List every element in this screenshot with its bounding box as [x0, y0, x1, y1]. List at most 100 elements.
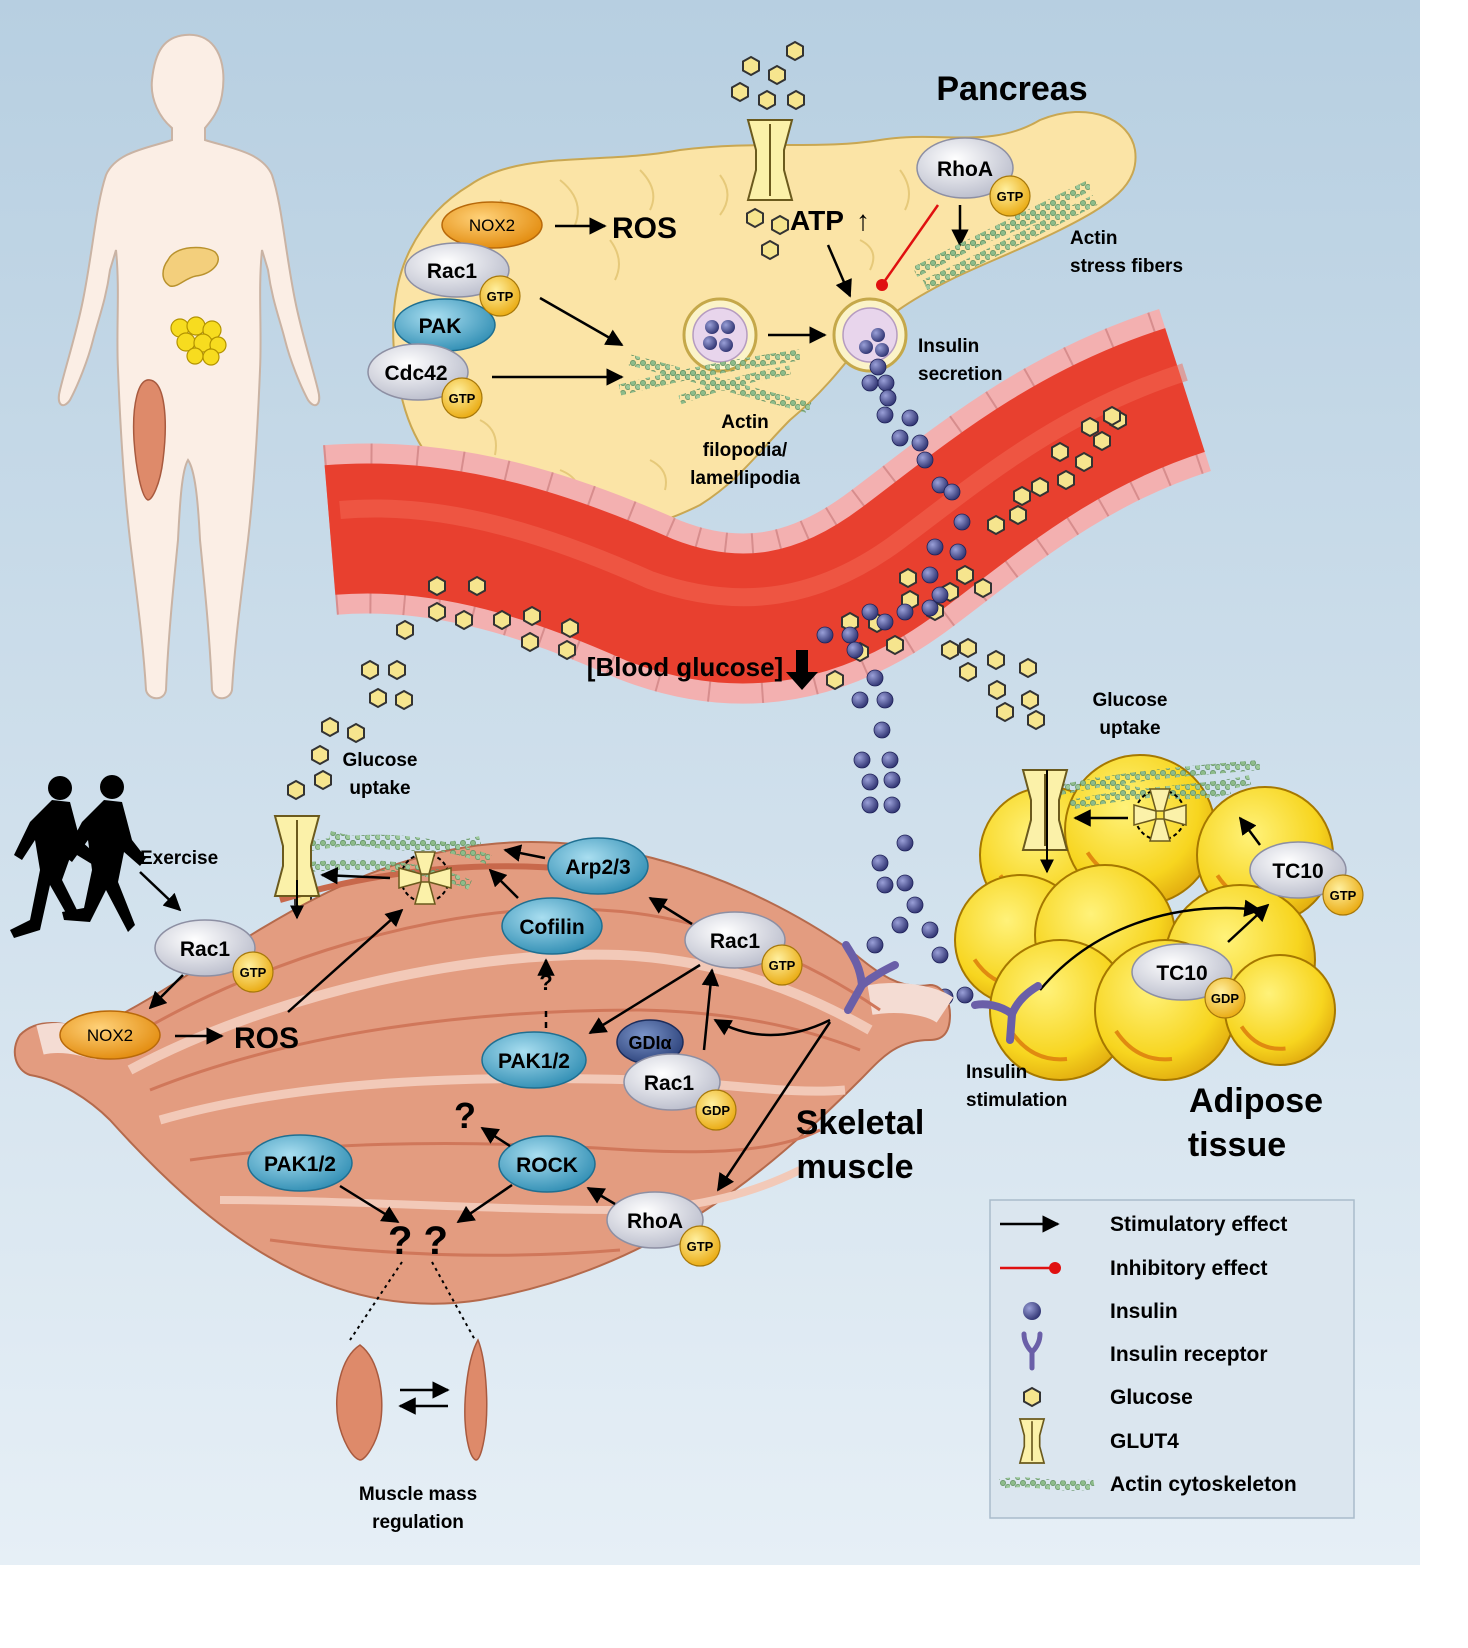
arrow-rac1-pak12	[588, 963, 701, 1035]
insulin-icon	[846, 641, 864, 659]
exercise-rac1-label: Rac1	[180, 938, 231, 961]
rock-label: ROCK	[516, 1154, 578, 1177]
muscle-pak12-lower-label: PAK1/2	[264, 1153, 336, 1176]
glucose-icon	[311, 744, 329, 766]
actin-stress-label-2: stress fibers	[1070, 256, 1183, 277]
arrow-cofilin-actin	[488, 868, 519, 899]
insulin-icon	[876, 406, 894, 424]
arrow-rock-qq	[456, 1183, 513, 1224]
muscle-mass-label-2: regulation	[372, 1512, 464, 1533]
exercise-rac1-gtp-label: GTP	[240, 965, 267, 980]
arrow-rac1-actin	[539, 296, 624, 347]
pancreas-atp-up-arrow: ↑	[856, 205, 870, 236]
glucose-icon	[987, 649, 1005, 671]
insulin-icon	[921, 566, 939, 584]
pancreas-glucose-cluster	[731, 40, 805, 261]
insulin-icon	[866, 669, 884, 687]
insulin-icon	[911, 434, 929, 452]
glucose-icon	[347, 722, 365, 744]
glucose-icon	[959, 637, 977, 659]
legend-box: Stimulatory effect Inhibitory effect Ins…	[989, 1199, 1355, 1519]
glucose-icon	[1075, 451, 1093, 473]
cofilin-node	[501, 897, 603, 955]
muscle-rac1-gtp-node	[684, 911, 786, 969]
pancreas-rac1-gtp-label: GTP	[487, 289, 514, 304]
arrow-rac1-arp23	[648, 896, 693, 926]
arp23-label: Arp2/3	[565, 856, 630, 879]
insulin-icon	[921, 599, 939, 617]
glucose-icon	[974, 577, 992, 599]
muscle-insulin-receptor-icon	[842, 941, 899, 1014]
glucose-icon	[428, 601, 446, 623]
glucose-icon	[996, 701, 1014, 723]
runners-icon	[10, 775, 146, 938]
muscle-rac1-gtp-badge-label: GTP	[769, 958, 796, 973]
insulin-icon	[896, 874, 914, 892]
insulin-stimulation-label-2: stimulation	[966, 1090, 1067, 1111]
adipose-insulin-receptor-icon	[971, 982, 1042, 1044]
glucose-icon	[361, 659, 379, 681]
insulin-icon	[816, 626, 834, 644]
glucose-icon	[455, 609, 473, 631]
insulin-icon	[916, 451, 934, 469]
muscle-glut4-vesicle-icon	[398, 851, 452, 905]
dotted-line-right	[431, 1261, 476, 1341]
adipocyte-nucleus	[1239, 1025, 1286, 1051]
muscle-glucose-uptake-label-1: Glucose	[343, 750, 418, 771]
glucose-icon	[388, 659, 406, 681]
arrow-rock-question	[480, 1126, 511, 1148]
glucose-icon	[561, 617, 579, 639]
muscle-mass-label-1: Muscle mass	[359, 1484, 477, 1505]
question-rock: ?	[454, 1095, 476, 1136]
glucose-icon	[1051, 441, 1069, 463]
pancreas-rac1-label: Rac1	[427, 260, 478, 283]
insulin-icon	[931, 946, 949, 964]
arrow-receptor-rac1	[713, 1018, 831, 1037]
insulin-icon	[949, 543, 967, 561]
muscle-pak12-upper-label: PAK1/2	[498, 1050, 570, 1073]
insulin-secretion-label-2: secretion	[918, 364, 1002, 385]
arrow-tc10-glut4	[1238, 816, 1262, 846]
insulin-icon	[931, 586, 949, 604]
exercise-label: Exercise	[140, 848, 218, 869]
legend-glucose-icon	[1023, 1386, 1041, 1408]
insulin-icon	[881, 751, 899, 769]
pancreas-actin-filopodia	[618, 349, 812, 414]
pancreas-rhoa-label: RhoA	[937, 158, 993, 181]
insulin-icon	[879, 389, 897, 407]
legend-label-insulin-receptor: Insulin receptor	[1110, 1343, 1268, 1366]
insulin-icon	[876, 691, 894, 709]
skeletal-muscle-title-2: muscle	[796, 1148, 913, 1186]
muscle-rac1-gdp-badge	[695, 1089, 737, 1131]
insulin-icon	[861, 603, 879, 621]
skeletal-muscle-title-1: Skeletal	[796, 1104, 925, 1142]
insulin-icon	[841, 626, 859, 644]
muscle-nox2-node	[59, 1010, 161, 1060]
glucose-icon	[521, 631, 539, 653]
insulin-icon	[869, 358, 887, 376]
pancreas-rac1-node	[404, 242, 510, 298]
adipose-title-2: tissue	[1188, 1126, 1286, 1164]
insulin-icon	[851, 691, 869, 709]
glucose-icon	[1027, 709, 1045, 731]
legend-label-stimulatory: Stimulatory effect	[1110, 1213, 1287, 1236]
glucose-icon	[941, 639, 959, 661]
actin-filopodia-label-3: lamellipodia	[690, 468, 800, 489]
insulin-icon	[861, 773, 879, 791]
pancreas-actin-stress-fibers	[912, 180, 1098, 290]
adipose-glucose-uptake-label-1: Glucose	[1093, 690, 1168, 711]
glucose-icon	[1009, 504, 1027, 526]
glucose-icon	[369, 687, 387, 709]
muscle-rhoa-node	[606, 1191, 704, 1249]
gdia-label: GDIα	[628, 1033, 671, 1053]
tc10-gdp-label: TC10	[1156, 962, 1207, 985]
glucose-icon	[886, 634, 904, 656]
tc10-gdp-node	[1131, 943, 1233, 1001]
insulin-icon	[891, 916, 909, 934]
insulin-icon	[876, 876, 894, 894]
pancreas-ros-label: ROS	[612, 212, 677, 245]
insulin-icon	[861, 374, 879, 392]
insulin-vesicle-2	[832, 297, 908, 373]
pancreas-atp-label: ATP	[790, 205, 844, 236]
